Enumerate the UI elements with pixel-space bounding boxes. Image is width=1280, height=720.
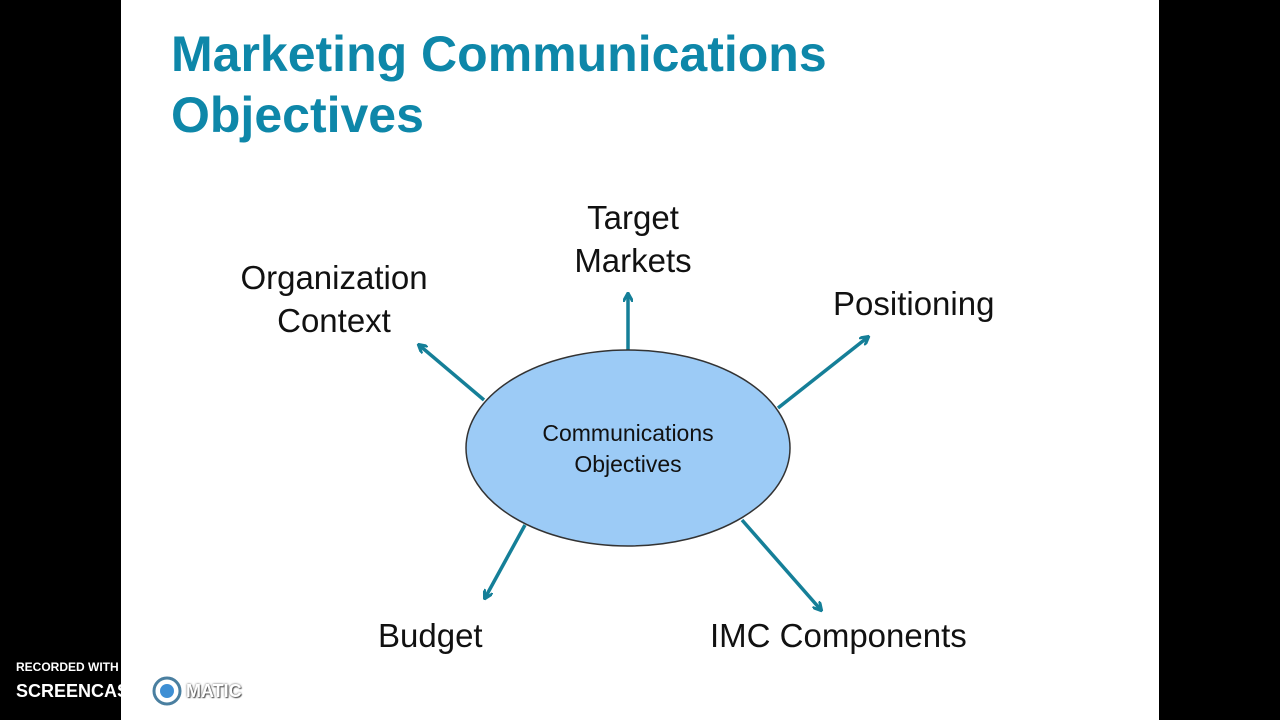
node-target-markets-line-2: Markets <box>574 242 692 279</box>
screencast-watermark: RECORDED WITH SCREENCAST MATIC <box>0 655 270 715</box>
slide: Marketing Communications Objectives Comm… <box>121 0 1159 720</box>
arrow-organization-context <box>419 345 486 402</box>
arrow-positioning <box>776 337 868 410</box>
arrow-budget <box>485 524 527 598</box>
node-imc-components: IMC Components <box>710 617 967 654</box>
diagram <box>121 0 1159 720</box>
watermark-brand-left: SCREENCAST <box>16 681 141 701</box>
watermark-recorded-with: RECORDED WITH <box>16 660 119 674</box>
node-target-markets: Target Markets <box>558 196 708 282</box>
arrow-imc-components <box>740 518 821 610</box>
screencast-logo-icon <box>152 676 182 706</box>
node-target-markets-line-1: Target <box>587 199 679 236</box>
node-organization-context-line-1: Organization <box>240 259 428 296</box>
title-line-1: Marketing Communications <box>171 26 827 82</box>
center-ellipse <box>465 349 791 547</box>
slide-title: Marketing Communications Objectives <box>171 24 827 146</box>
node-organization-context: Organization Context <box>224 256 444 342</box>
node-budget: Budget <box>378 617 483 654</box>
title-line-2: Objectives <box>171 87 424 143</box>
center-label-line-2: Objectives <box>574 451 682 477</box>
center-label: Communications Objectives <box>468 418 788 480</box>
node-organization-context-line-2: Context <box>277 302 391 339</box>
watermark-brand-right: MATIC <box>186 681 242 701</box>
center-label-line-1: Communications <box>542 420 714 446</box>
node-positioning: Positioning <box>833 285 995 322</box>
